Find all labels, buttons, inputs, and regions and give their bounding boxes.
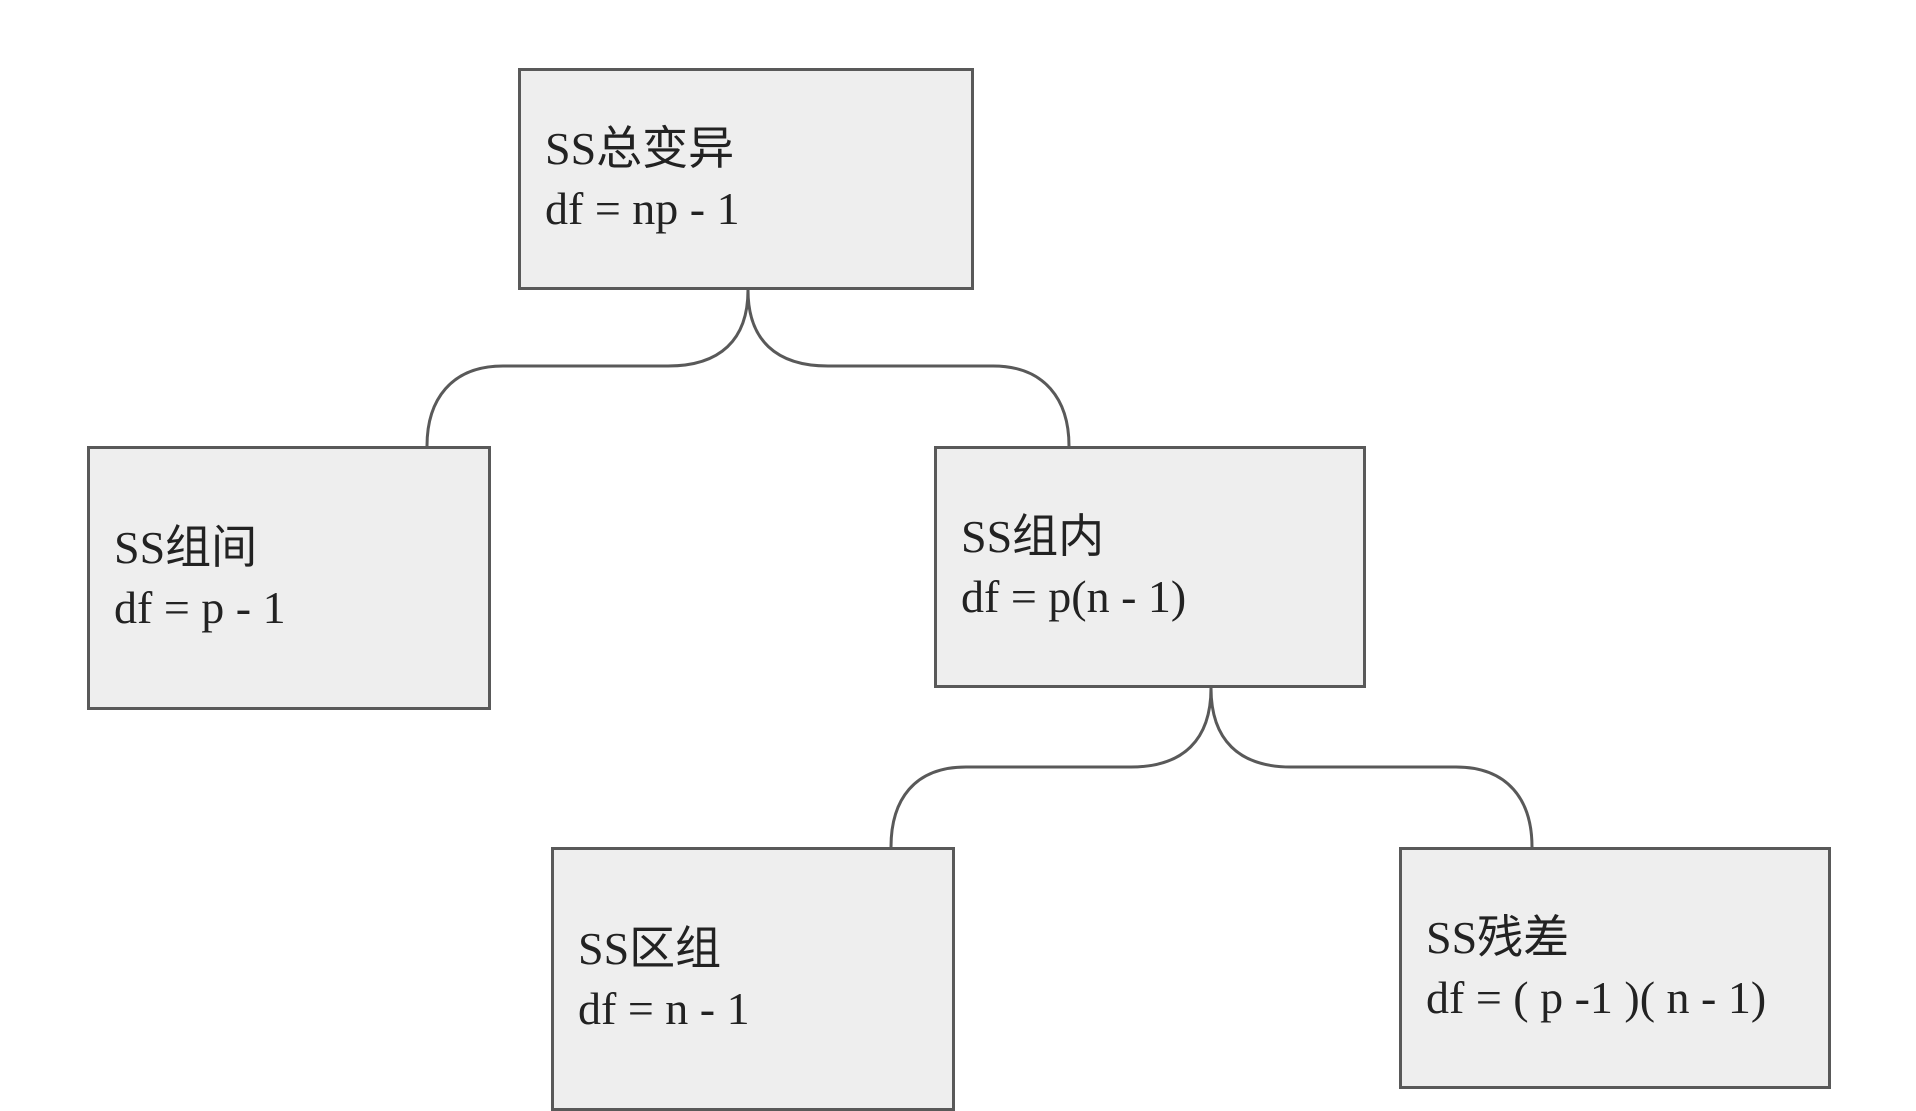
connector-within-to-block: [889, 687, 1213, 848]
node-blocks: SS区组 df = n - 1: [551, 847, 955, 1111]
node-residual: SS残差 df = ( p -1 )( n - 1): [1399, 847, 1831, 1089]
node-resid-title: SS残差: [1426, 912, 1570, 963]
connector-total-to-within: [746, 289, 1071, 447]
node-within-formula: df = p(n - 1): [961, 571, 1187, 622]
node-resid-formula: df = ( p -1 )( n - 1): [1426, 972, 1767, 1023]
node-between-groups: SS组间 df = p - 1: [87, 446, 491, 710]
node-total-variation: SS总变异 df = np - 1: [518, 68, 974, 290]
node-total-title: SS总变异: [545, 123, 735, 174]
node-total-formula: df = np - 1: [545, 183, 740, 234]
node-within-groups: SS组内 df = p(n - 1): [934, 446, 1366, 688]
connector-within-to-resid: [1209, 687, 1534, 848]
node-within-title: SS组内: [961, 511, 1105, 562]
node-between-formula: df = p - 1: [114, 582, 286, 633]
connector-total-to-between: [425, 289, 750, 447]
node-block-formula: df = n - 1: [578, 983, 750, 1034]
node-block-title: SS区组: [578, 923, 722, 974]
node-between-title: SS组间: [114, 522, 258, 573]
